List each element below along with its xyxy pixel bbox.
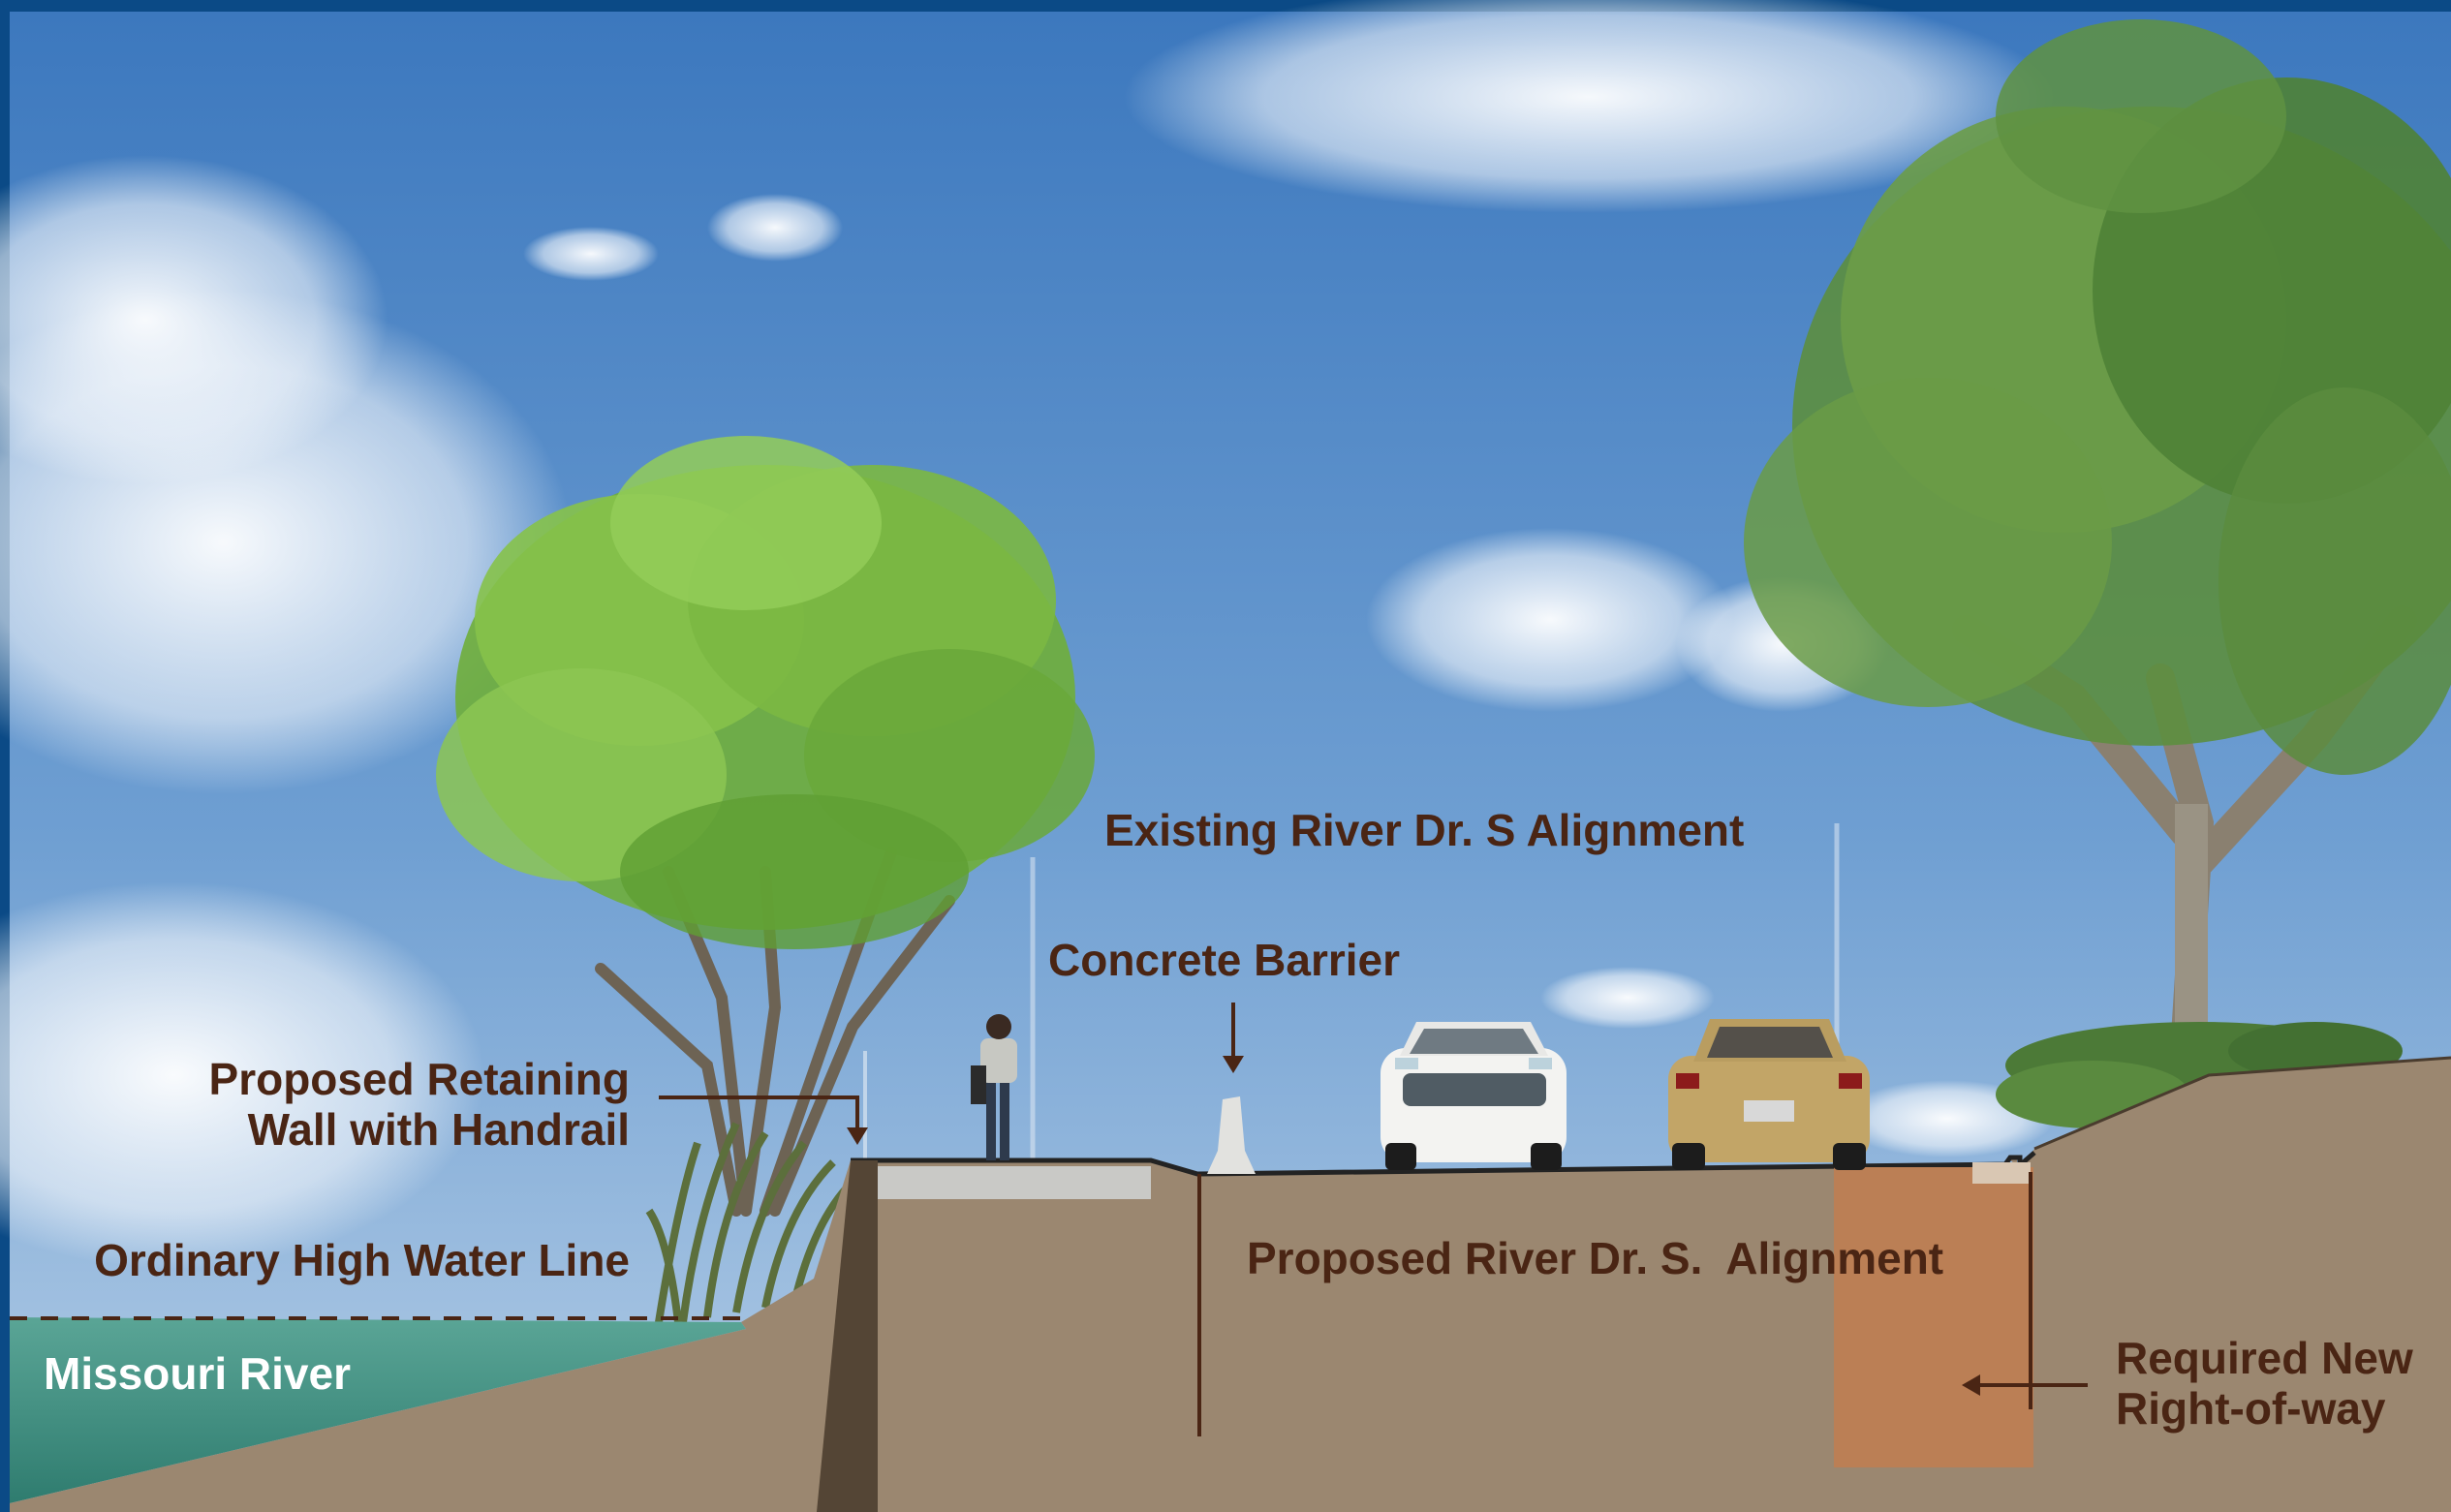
right-tree [1744, 19, 2451, 1065]
missouri-river-label: Missouri River [44, 1348, 351, 1399]
sidewalk-slab [878, 1166, 1151, 1199]
right-of-way-label: Required New Right-of-way [2116, 1333, 2413, 1434]
retaining-wall [817, 1160, 878, 1512]
clouds [0, 0, 2054, 1269]
retaining-wall-label-line2: Wall with Handrail [247, 1104, 630, 1155]
white-suv [1381, 1022, 1567, 1170]
right-of-way-label-line1: Required New [2116, 1333, 2413, 1383]
right-of-way-label-line2: Right-of-way [2116, 1383, 2386, 1434]
existing-alignment-label: Existing River Dr. S Alignment [1104, 805, 1745, 855]
right-of-way-arrowhead [1962, 1374, 1980, 1396]
retaining-wall-label: Proposed Retaining Wall with Handrail [145, 1054, 630, 1155]
missouri-river-water [10, 1317, 746, 1503]
proposed-alignment-label: Proposed River Dr. S. Alignment [1247, 1233, 1944, 1283]
high-water-line-label: Ordinary High Water Line [94, 1235, 630, 1285]
retaining-wall-arrowhead [847, 1127, 868, 1145]
pedestrian [971, 1014, 1017, 1160]
left-tree [436, 436, 1095, 1217]
annotation-arrowheads [847, 1056, 1980, 1396]
concrete-barrier-arrowhead [1223, 1056, 1244, 1073]
retaining-wall-leader [659, 1095, 859, 1131]
terrain-line-right [2033, 1056, 2451, 1151]
right-of-way-area [1834, 1167, 2033, 1467]
gold-sedan [1668, 1019, 1870, 1170]
annotation-leaders [659, 1003, 2088, 1436]
concrete-barrier-label: Concrete Barrier [1048, 935, 1401, 985]
right-of-way-curb [1972, 1162, 2031, 1184]
concrete-barrier-shape [1207, 1096, 1256, 1174]
retaining-wall-label-line1: Proposed Retaining [208, 1054, 630, 1104]
